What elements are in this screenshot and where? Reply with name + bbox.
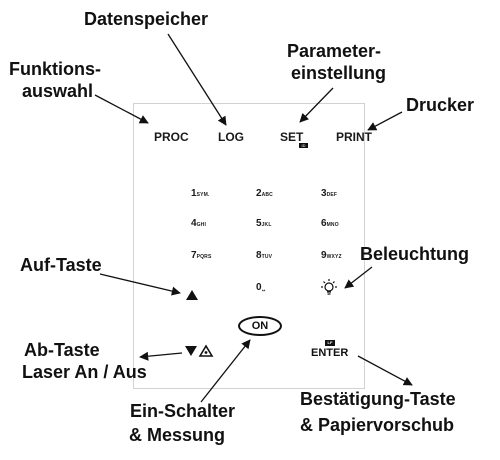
digit-letters: TUV — [261, 254, 273, 260]
digit-letters: ABC — [261, 192, 273, 198]
label-parameter-line2: einstellung — [291, 63, 387, 83]
digit-letters: PQRS — [196, 254, 212, 260]
digit-label: 4 — [191, 218, 197, 229]
digit-label: 5 — [256, 218, 262, 229]
digit-label: 8 — [256, 250, 262, 261]
digit-letters: WXYZ — [326, 254, 342, 260]
set-key[interactable]: SET — [280, 130, 304, 144]
digit-letters: ␣ — [261, 286, 266, 292]
label-ein-schalter-line2: & Messung — [129, 425, 226, 445]
digit-key-0[interactable]: 0␣ — [256, 282, 265, 295]
log-key[interactable]: LOG — [218, 130, 244, 144]
digit-label: 0 — [256, 282, 262, 293]
label-datenspeicher: Datenspeicher — [84, 9, 209, 29]
digit-key-9[interactable]: 9WXYZ — [321, 250, 342, 263]
label-drucker: Drucker — [406, 95, 475, 115]
arrow-datenspeicher — [167, 33, 227, 126]
arrow-bestaetigung — [357, 355, 413, 386]
digit-letters: SYM. — [196, 192, 210, 198]
proc-key[interactable]: PROC — [154, 130, 189, 144]
light-bulb-icon[interactable] — [321, 279, 337, 295]
set-id-badge: ID — [299, 143, 308, 148]
digit-key-2[interactable]: 2ABC — [256, 188, 273, 201]
label-bestaetigung-line2: & Papiervorschub — [300, 415, 455, 435]
up-triangle-icon[interactable] — [186, 290, 198, 300]
enter-lf-badge: LF — [325, 340, 335, 346]
digit-key-1[interactable]: 1SYM. — [191, 188, 210, 201]
arrow-auf-taste — [99, 273, 181, 296]
digit-letters: JKL — [261, 222, 272, 228]
digit-label: 6 — [321, 218, 327, 229]
digit-label: 9 — [321, 250, 327, 261]
label-parameter-line1: Parameter- — [287, 41, 382, 61]
on-key[interactable]: ON — [238, 316, 282, 336]
digit-key-5[interactable]: 5JKL — [256, 218, 272, 231]
label-ab-taste-line2: Laser An / Aus — [22, 362, 147, 382]
enter-key[interactable]: LF ENTER — [311, 340, 355, 364]
digit-key-8[interactable]: 8TUV — [256, 250, 272, 263]
digit-letters: DEF — [326, 192, 338, 198]
digit-letters: GHI — [196, 222, 207, 228]
down-triangle-icon[interactable] — [185, 346, 197, 356]
digit-key-3[interactable]: 3DEF — [321, 188, 337, 201]
arrow-funktionsauswahl — [94, 94, 149, 124]
digit-key-6[interactable]: 6MNO — [321, 218, 339, 231]
arrow-beleuchtung — [344, 266, 373, 289]
arrow-ein-schalter — [200, 339, 251, 403]
label-funktions-line2: auswahl — [22, 81, 94, 101]
arrow-parameter — [299, 87, 334, 123]
label-funktions-line1: Funktions- — [9, 59, 101, 79]
arrow-drucker — [367, 111, 403, 131]
label-bestaetigung-line1: Bestätigung-Taste — [300, 389, 456, 409]
arrow-ab-taste — [139, 351, 183, 361]
label-auf-taste: Auf-Taste — [20, 255, 102, 275]
digit-key-4[interactable]: 4GHI — [191, 218, 206, 231]
digit-label: 7 — [191, 250, 197, 261]
enter-label: ENTER — [311, 347, 349, 359]
digit-key-7[interactable]: 7PQRS — [191, 250, 212, 263]
label-ein-schalter-line1: Ein-Schalter — [130, 401, 236, 421]
digit-label: 2 — [256, 188, 262, 199]
digit-label: 1 — [191, 188, 197, 199]
digit-label: 3 — [321, 188, 327, 199]
label-beleuchtung: Beleuchtung — [360, 244, 470, 264]
digit-letters: MNO — [326, 222, 339, 228]
laser-warning-icon — [198, 344, 214, 357]
label-ab-taste-line1: Ab-Taste — [24, 340, 100, 360]
print-key[interactable]: PRINT — [336, 130, 372, 144]
